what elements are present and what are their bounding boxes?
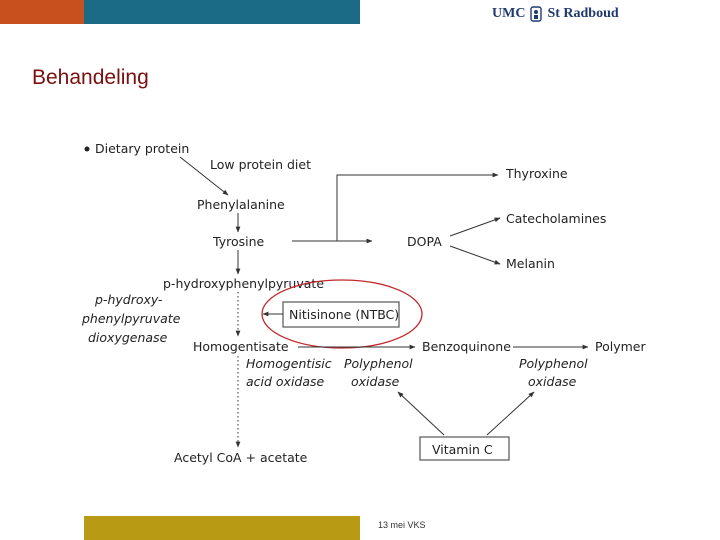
logo-radboud-text: St Radboud	[547, 6, 619, 21]
label-low-protein-diet: Low protein diet	[210, 157, 311, 172]
label-enzyme-hppd-1: p-hydroxy-	[94, 292, 163, 307]
arrow-diet-to-phe	[179, 156, 229, 196]
label-phpp: p-hydroxyphenylpyruvate	[163, 276, 324, 291]
label-ppo-left-2: oxidase	[351, 374, 400, 389]
label-tyrosine: Tyrosine	[212, 234, 265, 249]
label-nitisinone: Nitisinone (NTBC)	[289, 307, 399, 322]
arrow-dopa-to-melanin	[449, 245, 501, 265]
logo-umc-text: UMC	[492, 6, 526, 21]
umc-st-radboud-logo: UMC St Radboud	[492, 6, 619, 22]
highlight-circle	[261, 279, 423, 349]
vitamin-c-box	[419, 436, 510, 461]
label-dopa: DOPA	[407, 234, 442, 249]
label-dietary-protein: Dietary protein	[95, 141, 189, 156]
label-hgo-2: acid oxidase	[246, 374, 325, 389]
label-ppo-right-1: Polyphenol	[519, 356, 588, 371]
label-ppo-left-1: Polyphenol	[344, 356, 413, 371]
page-title: Behandeling	[32, 66, 149, 89]
label-benzoquinone: Benzoquinone	[422, 339, 511, 354]
arrow-dopa-to-catecholamines	[449, 217, 501, 237]
label-homogentisate: Homogentisate	[193, 339, 289, 354]
label-phenylalanine: Phenylalanine	[197, 197, 285, 212]
header-bar-teal	[84, 0, 360, 24]
bullet-dot	[84, 146, 90, 152]
arrow-vitc-to-ppo-left	[397, 391, 445, 436]
footer-text: 13 mei VKS	[378, 520, 426, 530]
seal-icon	[529, 6, 543, 22]
label-acetyl-coa: Acetyl CoA + acetate	[174, 450, 308, 465]
label-enzyme-hppd-2: phenylpyruvate	[81, 311, 181, 326]
label-melanin: Melanin	[506, 256, 555, 271]
label-ppo-right-2: oxidase	[528, 374, 577, 389]
arrow-vitc-to-ppo-right	[486, 391, 535, 436]
label-catecholamines: Catecholamines	[506, 211, 606, 226]
label-hgo-1: Homogentisic	[246, 356, 332, 371]
label-enzyme-hppd-3: dioxygenase	[88, 330, 168, 345]
arrow-tyr-to-thyroxine	[336, 172, 499, 241]
footer-bar-gold	[84, 516, 360, 540]
header-bar-orange	[0, 0, 84, 24]
label-polymer: Polymer	[595, 339, 646, 354]
label-vitamin-c: Vitamin C	[432, 442, 493, 457]
label-thyroxine: Thyroxine	[505, 166, 568, 181]
